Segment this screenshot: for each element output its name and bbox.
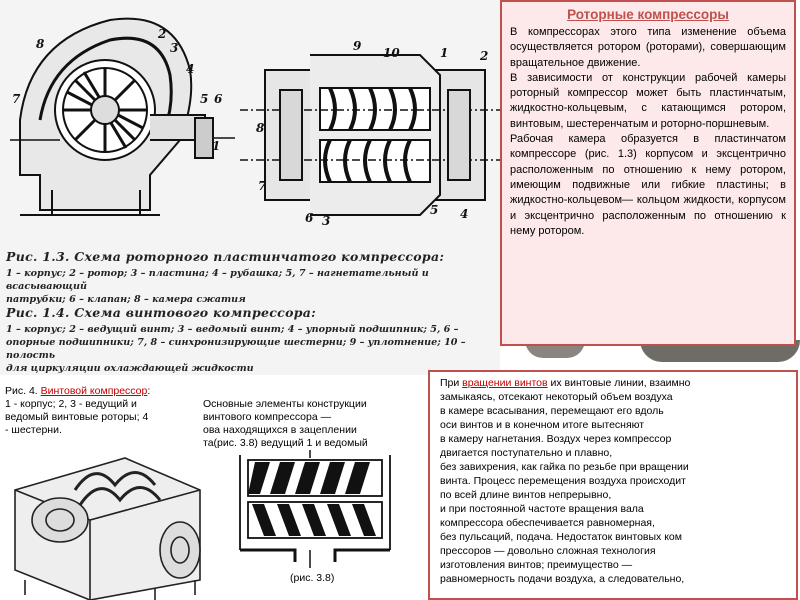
drawing-label: 8 — [36, 37, 45, 51]
fig-1-4-caption: Рис. 1.4. Схема винтового компрессора: 1… — [6, 306, 501, 375]
rotary-box-title: Роторные компрессоры — [567, 7, 729, 22]
drawing-label: 1 — [212, 139, 220, 153]
rotary-paragraph-2: В зависимости от конструкции рабочей кам… — [510, 71, 786, 130]
vane-compressor-drawing — [10, 17, 235, 216]
drawing-label: 6 — [305, 211, 314, 225]
screw-line: винта. Процесс перемещения воздуха проис… — [440, 475, 686, 487]
elements-caption: Основные элементы конструкции винтового … — [203, 398, 428, 450]
fig-4-line-3: ведомый винтовые роторы; 4 — [5, 411, 149, 423]
drawing-label: 1 — [440, 46, 448, 60]
fig-4-prefix: Рис. 4. — [5, 385, 41, 397]
fig-1-4-legend-line1: 1 – корпус; 2 – ведущий винт; 3 – ведомы… — [6, 324, 459, 335]
screw-line: оси винтов и в конечном итоге вытесняют — [440, 419, 645, 431]
elements-line-2: винтового компрессора — — [203, 411, 332, 423]
elements-line-1: Основные элементы конструкции — [203, 398, 367, 410]
screw-rotors-drawing — [239, 450, 391, 568]
drawing-label: 4 — [460, 207, 468, 221]
screw-line: в камеру нагнетания. Воздух через компре… — [440, 433, 672, 445]
drawing-label: 3 — [322, 214, 330, 228]
screw-line: без пульсаций, подача. Недостаток винтов… — [440, 531, 682, 543]
screw-line: равномерность подачи воздуха, а следоват… — [440, 573, 685, 585]
rotary-paragraph-3: Рабочая камера образуется в пластинчатом… — [510, 133, 786, 237]
screw-line: компрессора обеспечивается равномерная, — [440, 517, 655, 529]
screw-compressor-isometric-drawing — [14, 457, 201, 600]
drawing-label: 8 — [256, 121, 265, 135]
screw-line: изготовления винтов; преимущество — — [440, 559, 633, 571]
screw-line: без завихрения, как гайка по резьбе при … — [440, 461, 689, 473]
fig-1-4-legend-line3: для циркуляции охлаждающей жидкости — [6, 363, 254, 374]
fig-1-3-legend-line2: патрубки; 6 – клапан; 8 – камера сжатия — [6, 294, 246, 305]
drawing-label: 3 — [170, 41, 178, 55]
drawing-label: 10 — [383, 46, 400, 60]
fig-1-3-legend-line1: 1 – корпус; 2 – ротор; 3 – пластина; 4 –… — [6, 268, 429, 292]
rotary-compressors-box: Роторные компрессоры В компрессорах этог… — [500, 0, 796, 346]
compressor-drawings: 8 2 3 7 4 5 6 1 9 10 1 — [10, 17, 500, 228]
screw-compressor-drawing — [240, 54, 500, 216]
screw-line: прессоров — довольно сложная технология — [440, 545, 656, 557]
screw-line: и при постоянной частоте вращения вала — [440, 503, 644, 515]
screw-line: замыкаясь, отсекают некоторый объем возд… — [440, 391, 673, 403]
screw-line-1-prefix: При — [440, 377, 463, 389]
screw-rotation-link[interactable]: вращении винтов — [462, 377, 548, 389]
fig-4-line-2: 1 - корпус; 2, 3 - ведущий и — [5, 398, 137, 410]
technical-drawing-panel: 8 2 3 7 4 5 6 1 9 10 1 — [0, 0, 500, 375]
drawing-label: 7 — [258, 179, 267, 193]
fig-1-3-caption: Рис. 1.3. Схема роторного пластинчатого … — [6, 250, 501, 306]
elements-line-3: ова находящихся в зацеплении — [203, 424, 357, 436]
drawing-label: 6 — [214, 92, 223, 106]
fig-4-line-4: - шестерни. — [5, 424, 62, 436]
drawing-label: 5 — [200, 92, 208, 106]
drawing-label: 2 — [479, 49, 488, 63]
screw-line: в камере всасывания, перемещают его вдол… — [440, 405, 664, 417]
drawing-label: 7 — [12, 92, 21, 106]
rotary-paragraph-1: В компрессорах этого типа изменение объе… — [510, 26, 786, 69]
fig-1-4-legend-line2: опорные подшипники; 7, 8 – синхронизирую… — [6, 337, 466, 361]
drawing-label: 9 — [353, 39, 362, 53]
screw-compressor-link[interactable]: Винтовой компрессор — [40, 385, 148, 397]
elements-line-4: та(рис. 3.8) ведущий 1 и ведомый — [203, 437, 368, 449]
fig-4-caption: Рис. 4. Винтовой компрессор: 1 - корпус;… — [5, 385, 205, 437]
screw-line-1-suffix: их винтовые линии, взаимно — [547, 377, 691, 389]
drawing-label: 5 — [430, 203, 438, 217]
fig-1-4-title: Рис. 1.4. Схема винтового компрессора: — [6, 305, 317, 320]
screw-operation-box: При вращении винтов их винтовые линии, в… — [428, 370, 798, 600]
screw-line: двигается поступательно и плавно, — [440, 447, 613, 459]
drawing-label: 2 — [157, 27, 166, 41]
drawing-label: 4 — [186, 62, 194, 76]
fig-4-suffix: : — [147, 385, 151, 397]
fig-3-8-label: (рис. 3.8) — [290, 572, 335, 584]
fig-1-3-title: Рис. 1.3. Схема роторного пластинчатого … — [6, 249, 445, 264]
screw-line: по всей длине винтов непрерывно, — [440, 489, 612, 501]
